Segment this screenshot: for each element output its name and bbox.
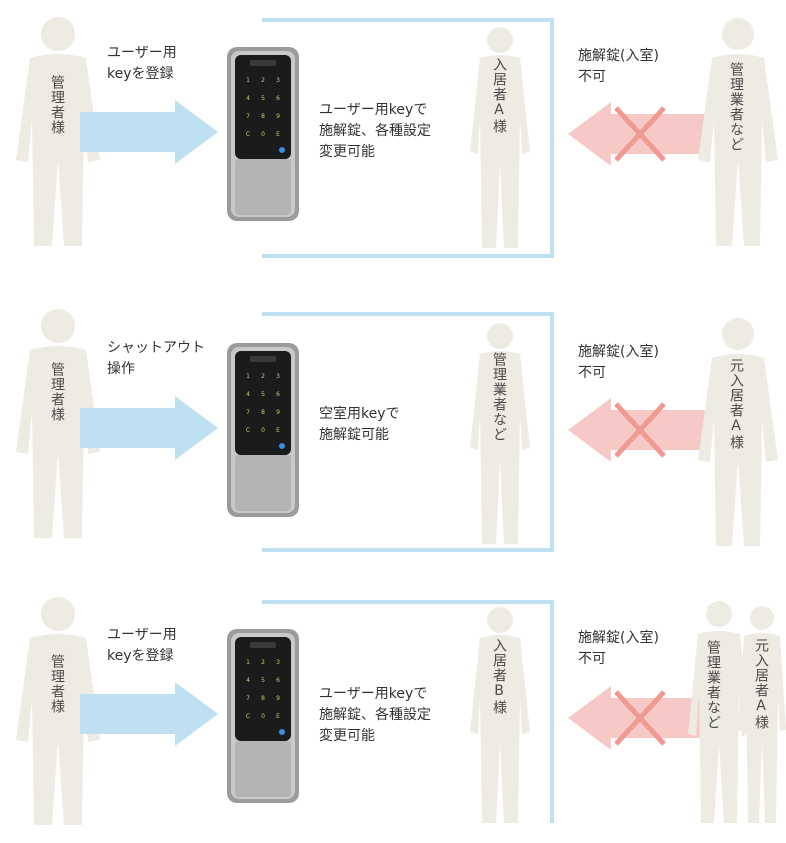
right-person-label: 元入居者A様 bbox=[728, 358, 744, 450]
denied-label: 施解錠(入室) 不可 bbox=[578, 48, 659, 85]
key-c: C bbox=[246, 427, 250, 434]
key-3: 3 bbox=[276, 373, 280, 380]
key-2: 2 bbox=[261, 659, 265, 666]
key-1: 1 bbox=[246, 77, 250, 84]
key-5: 5 bbox=[261, 677, 265, 684]
left-person-silhouette bbox=[16, 309, 100, 538]
smart-lock-device: 1 2 3 4 5 6 7 8 9 C 0 E bbox=[227, 343, 299, 517]
right-person-silhouette-1 bbox=[688, 601, 750, 823]
key-7: 7 bbox=[246, 113, 250, 120]
denied-label: 施解錠(入室) 不可 bbox=[578, 344, 659, 381]
key-1: 1 bbox=[246, 659, 250, 666]
inside-person-label: 入居者B様 bbox=[491, 638, 507, 715]
denied-arrow bbox=[568, 102, 706, 166]
key-c: C bbox=[246, 713, 250, 720]
key-8: 8 bbox=[261, 409, 265, 416]
room-box bbox=[262, 600, 554, 823]
room-description: ユーザー用keyで 施解錠、各種設定 変更可能 bbox=[319, 102, 431, 160]
key-7: 7 bbox=[246, 695, 250, 702]
key-9: 9 bbox=[276, 409, 280, 416]
key-6: 6 bbox=[276, 677, 280, 684]
room-description: ユーザー用keyで 施解錠、各種設定 変更可能 bbox=[319, 686, 431, 744]
room-box bbox=[262, 312, 554, 552]
left-person-silhouette bbox=[16, 17, 100, 246]
action-label: ユーザー用 keyを登録 bbox=[107, 627, 177, 664]
left-person-label: 管理者様 bbox=[49, 362, 65, 422]
key-e: E bbox=[276, 131, 280, 138]
key-3: 3 bbox=[276, 77, 280, 84]
denied-arrow bbox=[568, 398, 706, 462]
room-box bbox=[262, 18, 554, 258]
inside-person-silhouette bbox=[470, 27, 530, 248]
key-e: E bbox=[276, 427, 280, 434]
key-4: 4 bbox=[246, 677, 250, 684]
inside-person-label: 入居者A様 bbox=[491, 57, 507, 134]
key-9: 9 bbox=[276, 113, 280, 120]
left-person-label: 管理者様 bbox=[49, 75, 65, 135]
left-person-label: 管理者様 bbox=[49, 654, 65, 714]
lock-indicator-icon bbox=[279, 729, 285, 735]
inside-person-label: 管理業者など bbox=[491, 352, 507, 442]
panel-1: 管理者様 ユーザー用 keyを登録 1 2 3 4 5 6 7 8 9 C 0 … bbox=[0, 0, 786, 258]
key-0: 0 bbox=[261, 713, 265, 720]
key-8: 8 bbox=[261, 113, 265, 120]
lock-indicator-icon bbox=[279, 147, 285, 153]
action-label: シャットアウト 操作 bbox=[107, 340, 205, 377]
left-person-silhouette bbox=[16, 597, 100, 825]
key-c: C bbox=[246, 131, 250, 138]
right-person-silhouette bbox=[698, 318, 778, 546]
denied-arrow bbox=[568, 686, 706, 750]
key-e: E bbox=[276, 713, 280, 720]
key-0: 0 bbox=[261, 131, 265, 138]
register-arrow bbox=[80, 100, 218, 164]
key-4: 4 bbox=[246, 391, 250, 398]
shutout-arrow bbox=[80, 396, 218, 460]
key-9: 9 bbox=[276, 695, 280, 702]
key-5: 5 bbox=[261, 95, 265, 102]
room-description: 空室用keyで 施解錠可能 bbox=[319, 406, 400, 443]
key-8: 8 bbox=[261, 695, 265, 702]
right-person-label-1: 管理業者など bbox=[705, 640, 721, 730]
panel-3: 管理者様 ユーザー用 keyを登録 1 2 3 4 5 6 7 8 9 C 0 … bbox=[0, 588, 786, 843]
key-4: 4 bbox=[246, 95, 250, 102]
right-person-silhouette bbox=[698, 18, 778, 246]
key-6: 6 bbox=[276, 95, 280, 102]
action-label: ユーザー用 keyを登録 bbox=[107, 45, 177, 82]
inside-person-silhouette bbox=[470, 323, 530, 544]
right-person-label: 管理業者など bbox=[728, 62, 744, 152]
lock-indicator-icon bbox=[279, 443, 285, 449]
key-2: 2 bbox=[261, 373, 265, 380]
right-person-label-2: 元入居者A様 bbox=[753, 638, 769, 730]
key-1: 1 bbox=[246, 373, 250, 380]
key-3: 3 bbox=[276, 659, 280, 666]
inside-person-silhouette bbox=[470, 607, 530, 823]
smart-lock-device: 1 2 3 4 5 6 7 8 9 C 0 E bbox=[227, 47, 299, 221]
key-2: 2 bbox=[261, 77, 265, 84]
denied-label: 施解錠(入室) 不可 bbox=[578, 630, 659, 667]
right-person-silhouette-2 bbox=[738, 606, 786, 823]
key-7: 7 bbox=[246, 409, 250, 416]
key-0: 0 bbox=[261, 427, 265, 434]
panel-2: 管理者様 シャットアウト 操作 1 2 3 4 5 6 7 8 9 C 0 E … bbox=[0, 292, 786, 552]
register-arrow bbox=[80, 682, 218, 746]
key-6: 6 bbox=[276, 391, 280, 398]
smart-lock-device: 1 2 3 4 5 6 7 8 9 C 0 E bbox=[227, 629, 299, 803]
key-5: 5 bbox=[261, 391, 265, 398]
